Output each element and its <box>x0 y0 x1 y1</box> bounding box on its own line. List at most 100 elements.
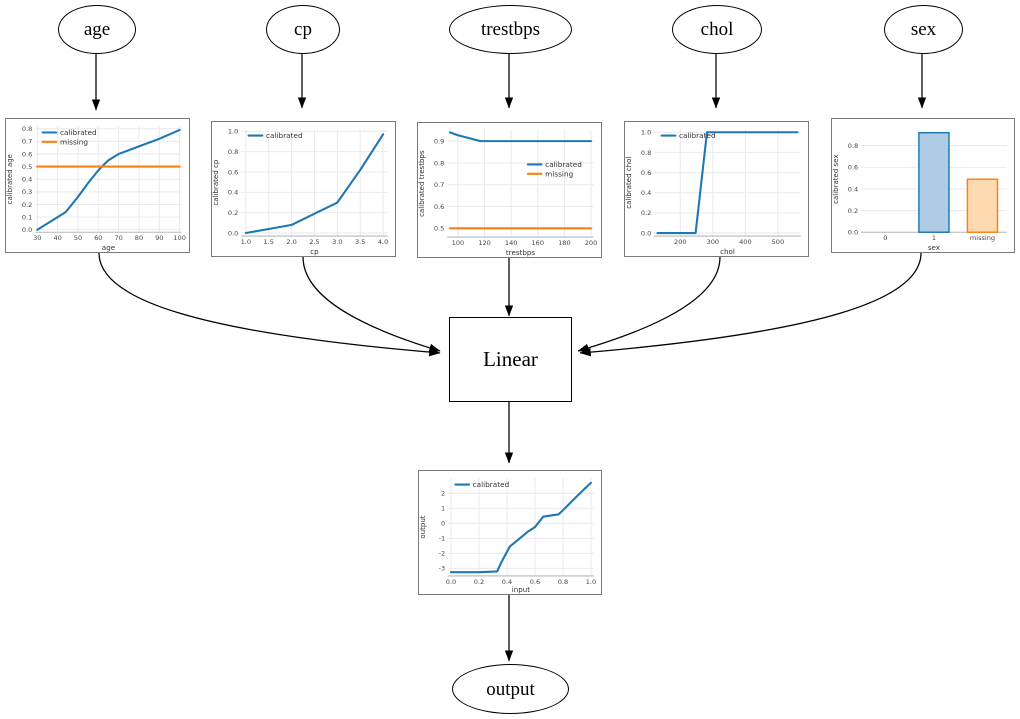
svg-text:age: age <box>102 243 115 252</box>
svg-text:calibrated: calibrated <box>60 128 97 137</box>
svg-text:0.8: 0.8 <box>434 159 444 167</box>
svg-text:0.2: 0.2 <box>641 209 651 217</box>
node-output[interactable]: output <box>452 664 569 714</box>
svg-text:0.1: 0.1 <box>22 213 32 221</box>
svg-text:0.4: 0.4 <box>502 578 512 586</box>
svg-text:0.4: 0.4 <box>848 185 858 193</box>
svg-text:0.2: 0.2 <box>22 201 32 209</box>
node-cp-label: cp <box>294 19 312 40</box>
node-sex[interactable]: sex <box>884 5 963 54</box>
svg-text:0.8: 0.8 <box>228 148 238 156</box>
svg-text:0.0: 0.0 <box>22 226 32 234</box>
svg-text:0.9: 0.9 <box>434 138 444 146</box>
node-sex-label: sex <box>910 19 937 40</box>
svg-text:calibrated: calibrated <box>473 480 510 489</box>
svg-text:60: 60 <box>94 234 102 242</box>
node-trestbps[interactable]: trestbps <box>449 5 572 54</box>
svg-text:calibrated chol: calibrated chol <box>625 157 633 209</box>
svg-text:0.4: 0.4 <box>228 189 238 197</box>
svg-text:0.4: 0.4 <box>641 189 651 197</box>
edge-cholchart-to-linear <box>577 256 721 353</box>
svg-text:500: 500 <box>772 238 785 246</box>
svg-text:140: 140 <box>505 239 518 247</box>
svg-text:50: 50 <box>74 234 82 242</box>
node-output-label: output <box>486 678 535 700</box>
svg-text:0.0: 0.0 <box>228 229 238 237</box>
svg-text:100: 100 <box>452 239 465 247</box>
svg-text:2.0: 2.0 <box>286 238 296 246</box>
svg-text:0.3: 0.3 <box>22 188 32 196</box>
svg-text:0: 0 <box>883 234 887 242</box>
node-age[interactable]: age <box>58 5 136 54</box>
svg-text:0.8: 0.8 <box>641 149 651 157</box>
svg-text:0.5: 0.5 <box>434 225 444 233</box>
svg-text:400: 400 <box>739 238 752 246</box>
svg-text:300: 300 <box>707 238 720 246</box>
svg-text:4.0: 4.0 <box>378 238 388 246</box>
svg-text:calibrated sex: calibrated sex <box>832 155 840 204</box>
svg-text:trestbps: trestbps <box>506 248 535 257</box>
svg-text:missing: missing <box>545 169 573 178</box>
svg-text:missing: missing <box>60 137 88 146</box>
svg-text:0.8: 0.8 <box>22 125 32 133</box>
svg-text:120: 120 <box>478 239 491 247</box>
svg-text:180: 180 <box>558 239 571 247</box>
svg-text:-1: -1 <box>439 535 446 543</box>
svg-text:0.8: 0.8 <box>848 142 858 150</box>
svg-text:0.6: 0.6 <box>434 203 444 211</box>
svg-text:1: 1 <box>441 505 445 513</box>
svg-text:0.7: 0.7 <box>22 138 32 146</box>
svg-text:80: 80 <box>135 234 143 242</box>
svg-text:missing: missing <box>970 234 995 242</box>
svg-text:input: input <box>512 585 530 594</box>
svg-text:3.5: 3.5 <box>355 238 365 246</box>
node-linear-label: Linear <box>483 347 538 371</box>
svg-text:1.0: 1.0 <box>241 238 251 246</box>
node-chol[interactable]: chol <box>672 5 762 54</box>
svg-text:0.0: 0.0 <box>446 578 456 586</box>
svg-text:sex: sex <box>928 243 940 252</box>
svg-text:1.5: 1.5 <box>263 238 273 246</box>
svg-text:0.6: 0.6 <box>530 578 540 586</box>
svg-text:chol: chol <box>720 247 735 256</box>
node-linear[interactable]: Linear <box>449 317 572 402</box>
node-cp[interactable]: cp <box>266 5 340 54</box>
svg-text:0: 0 <box>441 520 445 528</box>
svg-text:0.0: 0.0 <box>641 229 651 237</box>
svg-text:0.6: 0.6 <box>641 169 651 177</box>
svg-text:0.7: 0.7 <box>434 181 444 189</box>
svg-text:1.0: 1.0 <box>228 128 238 136</box>
svg-text:3.0: 3.0 <box>332 238 342 246</box>
svg-text:calibrated: calibrated <box>266 131 303 140</box>
svg-text:calibrated: calibrated <box>679 131 716 140</box>
svg-text:0.6: 0.6 <box>22 150 32 158</box>
node-chol-label: chol <box>700 19 734 40</box>
svg-text:output: output <box>419 515 427 538</box>
svg-text:calibrated trestbps: calibrated trestbps <box>418 150 426 217</box>
svg-text:40: 40 <box>53 234 61 242</box>
svg-text:cp: cp <box>310 247 319 256</box>
svg-text:calibrated age: calibrated age <box>6 154 14 204</box>
svg-text:0.6: 0.6 <box>848 164 858 172</box>
svg-text:1.0: 1.0 <box>641 129 651 137</box>
svg-text:calibrated: calibrated <box>545 160 582 169</box>
edge-agechart-to-linear <box>98 252 441 357</box>
svg-text:2.5: 2.5 <box>309 238 319 246</box>
svg-text:0.2: 0.2 <box>474 578 484 586</box>
